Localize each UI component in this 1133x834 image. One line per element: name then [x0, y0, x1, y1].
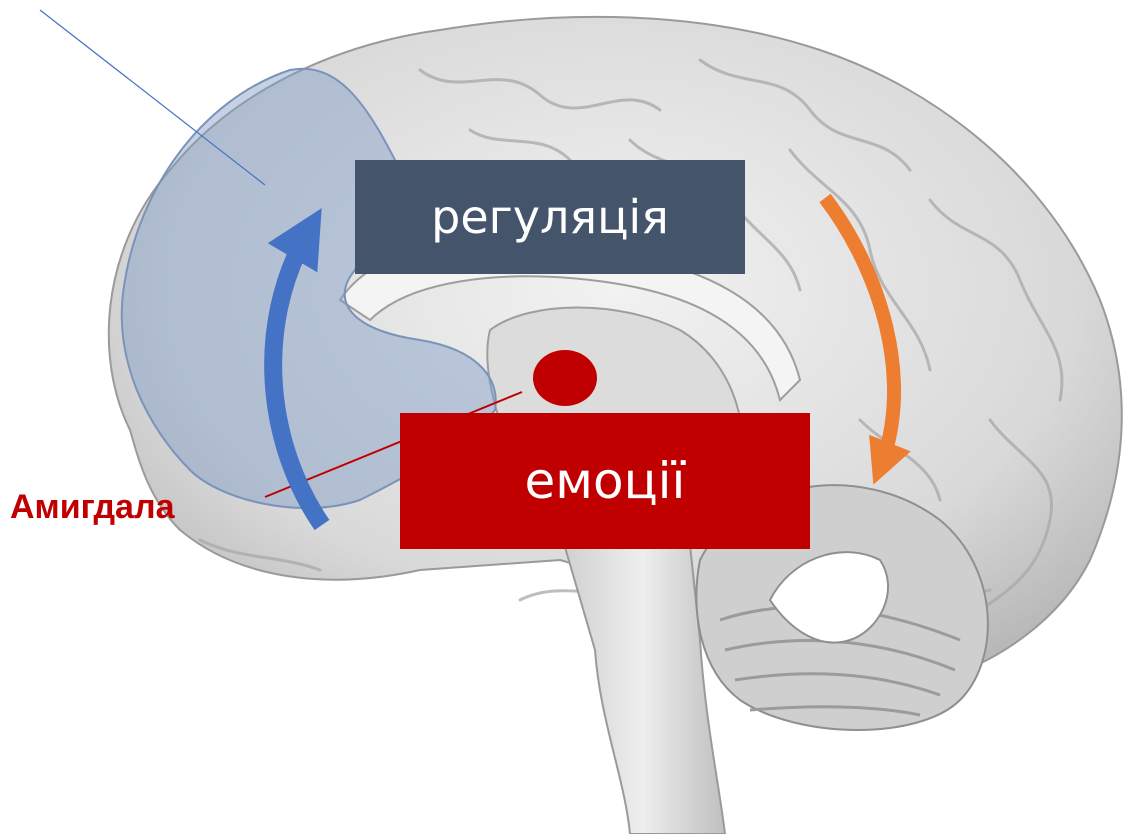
- emotions-box: емоції: [400, 413, 810, 549]
- amygdala-label: Амигдала: [10, 488, 174, 527]
- pointer-line: [40, 10, 265, 185]
- regulation-box: регуляція: [355, 160, 745, 274]
- amygdala-marker: [533, 350, 597, 406]
- emotions-label: емоції: [525, 452, 686, 510]
- regulation-label: регуляція: [431, 190, 669, 244]
